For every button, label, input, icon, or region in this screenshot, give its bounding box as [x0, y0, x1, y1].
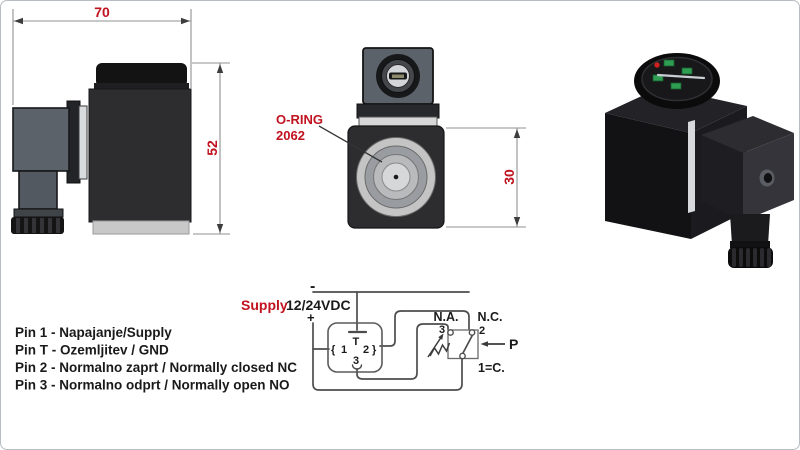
pin3-label: 3: [353, 355, 359, 367]
pressure-arrowhead: [480, 341, 488, 347]
gland-rib: [732, 248, 736, 267]
dimension-70-label: 70: [94, 4, 110, 20]
dimension-30-lines: [446, 127, 526, 228]
cable-gland-ribs: [16, 218, 60, 233]
arrowhead: [181, 17, 190, 25]
arrowhead: [216, 224, 224, 233]
bracket-close: }: [372, 344, 377, 356]
gland-collar-iso: [730, 241, 770, 248]
gland-rib: [739, 248, 743, 267]
green-terminal: [681, 67, 693, 75]
gasket-band: [358, 116, 438, 127]
top-puck-face: [641, 56, 713, 102]
gland-collar: [13, 208, 64, 218]
pin2-label: 2: [363, 344, 369, 356]
gland-rib: [746, 248, 750, 267]
oring-leader-line: [318, 125, 383, 163]
dimension-52-arrows: [216, 64, 224, 233]
gland-ribs-iso: [732, 248, 771, 267]
switch-pin2-label: 2: [479, 325, 485, 337]
switch-terminal-common: [459, 352, 466, 360]
connector-plug-box: [327, 322, 383, 373]
voltage-label: 12/24VDC: [286, 297, 351, 313]
dimension-70-arrows: [14, 17, 190, 25]
coil-cap: [96, 63, 187, 87]
gland-neck: [730, 214, 770, 245]
connector-gasket-strip: [78, 105, 88, 180]
spring-arrowhead: [438, 333, 444, 340]
connector-flange: [356, 103, 440, 119]
dimension-30-label: 30: [501, 169, 517, 185]
gland-rib: [767, 248, 771, 267]
side-connector-top: [701, 116, 794, 153]
oring-number: 2062: [276, 128, 305, 143]
side-view: 70 52: [11, 4, 230, 235]
common-terminal-label: 1=C.: [478, 361, 505, 375]
gland-rib: [24, 218, 28, 233]
cube-front-face: [605, 113, 691, 239]
screw-slot-inner: [392, 74, 404, 78]
cube-top-face: [605, 87, 747, 133]
side-connector-left: [701, 135, 743, 221]
bracket-open: {: [331, 344, 336, 356]
dimension-30-arrows: [513, 129, 521, 226]
coil-body: [88, 88, 192, 223]
pin1-label: 1: [341, 344, 347, 356]
switch-terminal-3: [447, 329, 454, 336]
dimension-52-label: 52: [204, 140, 220, 156]
pin-t-label: T: [353, 336, 360, 348]
gland-rib: [40, 218, 44, 233]
pressure-port-label: P: [509, 336, 518, 352]
switch-lever: [462, 334, 474, 354]
switch-pin3-label: 3: [439, 324, 445, 336]
arrowhead: [513, 129, 521, 138]
normally-open-label: N.A.: [434, 310, 459, 324]
pressure-spring-symbol: [427, 335, 451, 358]
pin3-to-no-wire: [356, 323, 449, 380]
gland-rib: [753, 248, 757, 267]
coil-base-plate: [92, 220, 190, 235]
pin2-to-nc-wire: [379, 310, 470, 347]
pin3-description: Pin 3 - Normalno odprt / Normally open N…: [15, 378, 290, 393]
normally-closed-label: N.C.: [478, 310, 503, 324]
pin-descriptions: Pin 1 - Napajanje/Supply Pin T - Ozemlji…: [15, 325, 297, 393]
din-connector-lower: [18, 170, 58, 210]
din-connector-housing: [12, 107, 70, 172]
plus-to-common-wire: [312, 322, 463, 391]
minus-sign: -: [310, 278, 315, 295]
gland-rib: [48, 218, 52, 233]
arrowhead: [513, 217, 521, 226]
coil-cap-lip: [94, 83, 189, 91]
puck-slot-highlight: [656, 73, 706, 80]
dimension-52-lines: [192, 62, 230, 235]
gland-rib: [16, 218, 20, 233]
arrowhead: [14, 17, 23, 25]
iso-view: [605, 53, 794, 268]
din-rail-highlight: [688, 120, 695, 213]
green-terminal: [670, 82, 682, 90]
plus-sign: +: [307, 310, 315, 325]
gland-rib: [760, 248, 764, 267]
oring-label: O-RING: [276, 112, 323, 127]
front-view: O-RING 2062 30: [276, 47, 526, 229]
supply-label: Supply: [241, 297, 288, 313]
wiring-schematic: - Supply 12/24VDC + { 1 T 2 } 3 N.A. N.C…: [241, 278, 518, 391]
pin3-contact-hook: [351, 364, 363, 370]
center-dot: [393, 174, 399, 180]
pin1-description: Pin 1 - Napajanje/Supply: [15, 325, 172, 340]
pin-t-description: Pin T - Ozemljitev / GND: [15, 343, 169, 358]
red-indicator-dot: [654, 62, 660, 68]
switch-terminal-2: [468, 329, 476, 336]
schematic-wires: [312, 291, 470, 391]
spring-arrow-shaft: [427, 335, 443, 358]
gland-rib: [32, 218, 36, 233]
gland-rib: [56, 218, 60, 233]
arrowhead: [216, 64, 224, 73]
connector-hole: [763, 173, 773, 183]
pin2-description: Pin 2 - Normalno zaprt / Normally closed…: [15, 360, 297, 375]
dimension-70-lines: [12, 9, 192, 105]
green-terminal: [663, 59, 675, 67]
